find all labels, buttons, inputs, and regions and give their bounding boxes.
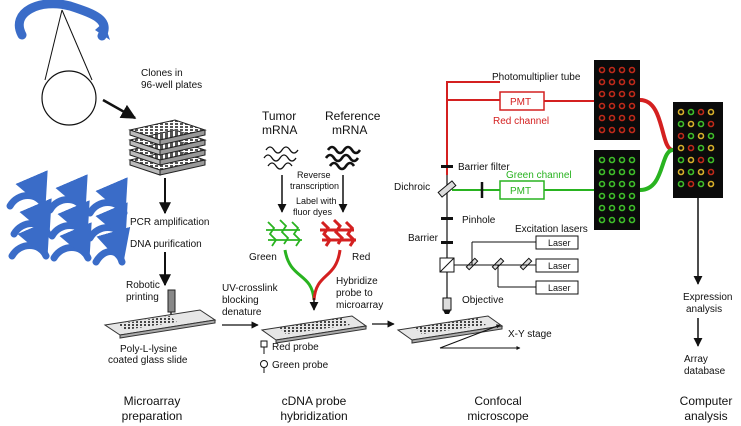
dyes-label-2: fluor dyes [293,207,333,217]
objective-label: Objective [462,295,504,306]
green-pmt-label: PMT [510,186,531,197]
stage-3-title-1: Confocal [474,394,521,408]
green-label: Green [249,252,277,263]
red-label: Red [352,252,370,263]
uv-label-3: denature [222,307,262,318]
hybridized-slide [260,315,368,344]
red-channel-label: Red channel [493,116,549,127]
reverse-label-2: transcription [290,181,339,191]
stage-2-title-2: hybridization [280,409,347,423]
composite-scan-image [673,102,723,198]
laser-3 [535,280,579,295]
pinhole [441,217,453,220]
laser-2 [535,258,579,273]
hybridize-label-3: microarray [336,300,383,311]
reference-label-2: mRNA [332,123,367,137]
dyes-label-1: Label with [296,196,337,206]
dichroic-mirror [437,180,457,198]
tumor-label-1: Tumor [262,109,296,123]
scanner-slide [396,315,504,344]
pcr-label: PCR amplification [130,217,209,228]
glass-slide-printed [103,309,217,339]
hybridize-label-1: Hybridize [336,276,378,287]
beam-splitter-diagonal [439,257,455,273]
red-pmt-label: PMT [510,97,531,108]
stage-4-title-1: Computer [680,394,733,408]
green-merge-to-composite [639,148,674,192]
array-db-label-1: Array [684,354,708,365]
stage-1-title-2: preparation [122,409,183,423]
laser-mirrors [465,257,533,271]
green-merge-curve [283,249,316,301]
red-merge-to-composite [639,98,674,152]
array-db-label-2: database [684,366,726,377]
dna-label: DNA purification [130,239,202,250]
red-probes [320,218,356,247]
objective-lens [442,297,452,314]
hybridize-label-2: probe to [336,288,373,299]
barrier [441,241,453,244]
tumor-mrna-squiggles [263,146,299,170]
stage-4-title-2: analysis [684,409,727,423]
reverse-label-1: Reverse [297,170,331,180]
stage-3-title-2: microscope [467,409,529,423]
stage-1-title-1: Microarray [124,394,181,408]
reference-label-1: Reference [325,109,381,123]
pmt-tube-label: Photomultiplier tube [492,72,581,83]
laser-1-label: Laser [548,238,571,248]
excitation-label: Excitation lasers [515,224,588,235]
clones-label-2: 96-well plates [141,80,202,91]
red-scan-image [594,60,640,140]
green-scan-image [594,150,640,230]
plate-arrow [102,98,137,120]
barrier-label: Barrier [408,233,439,244]
pinhole-label: Pinhole [462,215,496,226]
stage-2-title-1: cDNA probe [282,394,347,408]
bacteria-culture-icon [15,0,110,126]
green-probe-label: Green probe [272,360,329,371]
slide-label-2: coated glass slide [108,355,188,366]
expression-label-1: Expression [683,292,732,303]
xy-stage-label: X-Y stage [508,329,552,340]
clones-label-1: Clones in [141,68,183,79]
uv-label-2: blocking [222,295,259,306]
pcr-plates-arrows [6,170,131,266]
reference-mrna-squiggles [324,145,362,171]
barrier-filter [441,165,453,168]
green-probe-legend [260,360,268,373]
tumor-label-2: mRNA [262,123,297,137]
barrier-filter-label: Barrier filter [458,162,510,173]
uv-label-1: UV-crosslink [222,283,279,294]
red-probe-label: Red probe [272,342,319,353]
robotic-label-2: printing [126,292,159,303]
laser-1 [535,235,579,250]
xy-stage-axes [439,324,521,350]
red-probe-legend [260,340,268,354]
expression-label-2: analysis [686,304,722,315]
laser-3-label: Laser [548,283,571,293]
red-beam-path [446,81,500,175]
well-plates-stack [128,119,207,176]
slide-label-1: Poly-L-lysine [120,344,178,355]
green-channel-label: Green channel [506,170,572,181]
red-merge-curve [312,249,342,301]
dichroic-label: Dichroic [394,182,430,193]
robotic-label-1: Robotic [126,280,160,291]
laser-2-label: Laser [548,261,571,271]
green-probes [266,219,302,247]
